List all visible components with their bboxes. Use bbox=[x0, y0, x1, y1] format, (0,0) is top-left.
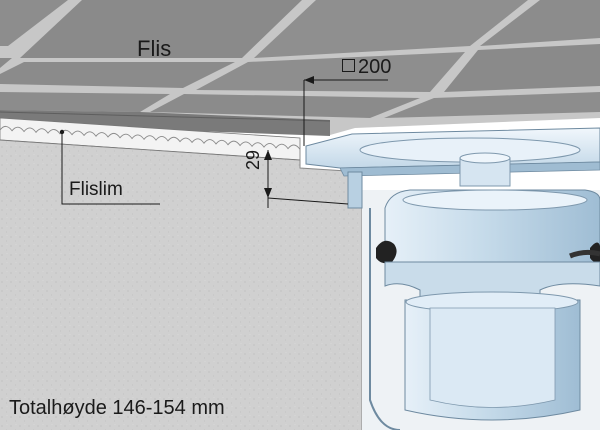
build-up-dimension-label: 29 bbox=[243, 149, 263, 170]
build-up-extension-line bbox=[267, 197, 349, 205]
tile-label: Flis bbox=[137, 36, 172, 61]
floor-drain-body bbox=[305, 127, 600, 430]
concrete-slab bbox=[0, 139, 363, 430]
grate-size-value: 200 bbox=[358, 56, 392, 78]
tile-floor bbox=[0, 0, 600, 136]
total-height-label: Totalhøyde 146-154 mm bbox=[9, 397, 225, 419]
square-symbol-icon bbox=[342, 59, 355, 72]
adhesive-leader-line bbox=[61, 134, 160, 205]
adhesive-label: Flislim bbox=[69, 179, 123, 200]
dimension-lines bbox=[59, 76, 388, 208]
grate-size-label: 200 bbox=[342, 57, 391, 77]
